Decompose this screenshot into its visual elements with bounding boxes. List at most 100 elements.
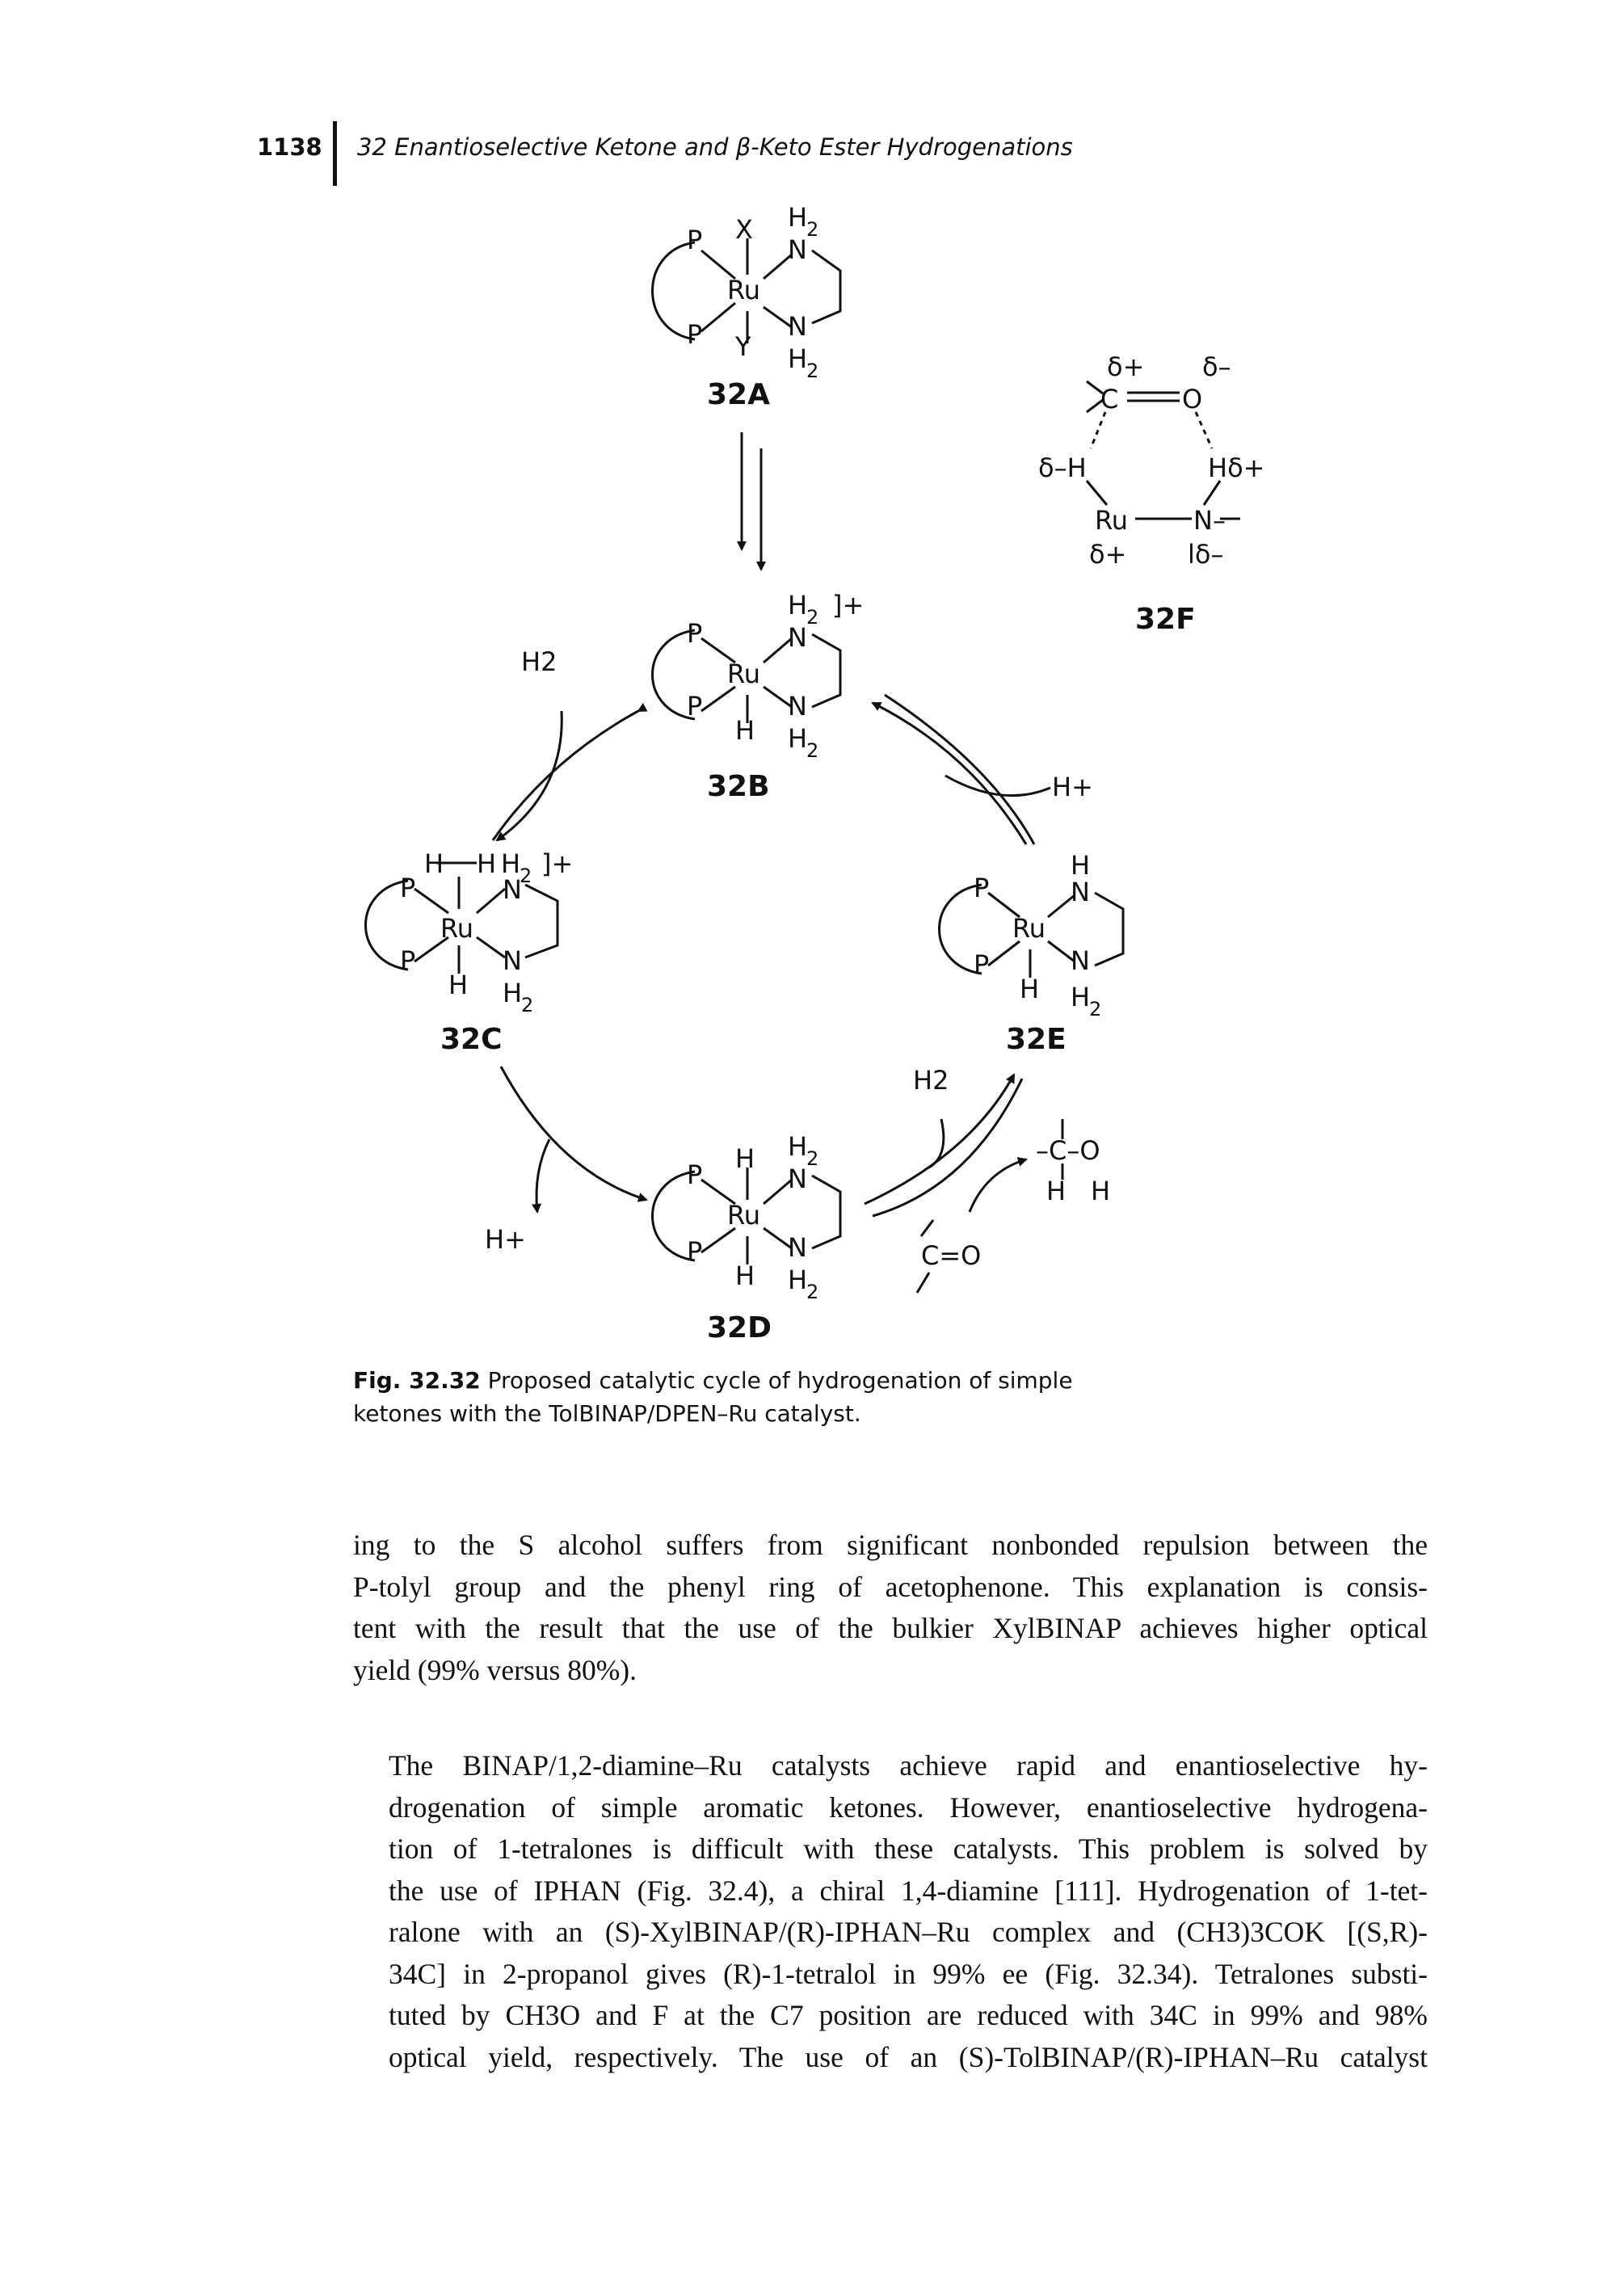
svg-text:H+: H+ [1052, 772, 1093, 802]
svg-text:C: C [1100, 384, 1118, 414]
svg-text:N: N [503, 945, 522, 976]
svg-text:2: 2 [520, 865, 532, 887]
text-line: the use of IPHAN (Fig. 32.4), a chiral 1… [389, 1874, 1428, 1907]
svg-text:N: N [788, 1232, 807, 1263]
text-line: tent with the result that the use of the… [353, 1612, 1428, 1644]
complex-32B [651, 629, 842, 723]
arrow-32C-to-32D [499, 1066, 648, 1202]
svg-text:δ–H: δ–H [1038, 452, 1087, 483]
svg-text:P: P [687, 225, 702, 255]
svg-text:H: H [501, 848, 520, 879]
svg-text:H: H [788, 343, 807, 374]
svg-text:]+: ]+ [832, 590, 864, 621]
svg-text:δ+: δ+ [1089, 539, 1126, 570]
svg-text:H: H [788, 1264, 807, 1295]
svg-text:H2: H2 [521, 646, 557, 677]
text-line: P-tolyl group and the phenyl ring of ace… [353, 1570, 1428, 1603]
label-32A: 32A [707, 378, 770, 411]
svg-text:X: X [735, 214, 753, 245]
svg-text:O: O [1182, 384, 1202, 414]
svg-text:δ+: δ+ [1107, 351, 1144, 382]
svg-text:P: P [400, 945, 415, 976]
svg-text:H: H [735, 1260, 755, 1291]
label-32F: 32F [1135, 603, 1196, 636]
svg-text:Ru: Ru [727, 1200, 760, 1231]
svg-text:H: H [1020, 974, 1039, 1004]
svg-text:δ–: δ– [1202, 351, 1231, 382]
svg-text:P: P [974, 873, 989, 903]
svg-text:2: 2 [806, 218, 818, 241]
svg-text:2: 2 [806, 360, 818, 382]
svg-text:N: N [788, 1163, 807, 1194]
arrow-32B-to-32C [491, 702, 648, 841]
svg-text:–C–O: –C–O [1036, 1135, 1100, 1166]
catalytic-cycle-scheme: P P X Ru Y H2 N N H2 32A δ+ δ– C O δ–H H… [364, 202, 1264, 1344]
text-line: yield (99% versus 80%). [353, 1653, 637, 1686]
svg-text:H: H [788, 723, 807, 754]
text-line: tion of 1-tetralones is difficult with t… [389, 1832, 1428, 1865]
svg-text:2: 2 [806, 1281, 818, 1303]
svg-text:lδ–: lδ– [1188, 539, 1223, 570]
transition-state-32F [1085, 380, 1240, 520]
svg-text:2: 2 [521, 994, 533, 1016]
complex-32C [364, 861, 559, 974]
svg-text:P: P [687, 691, 702, 722]
svg-text:H: H [1091, 1176, 1110, 1206]
paragraph-2: The BINAP/1,2-diamine–Ru catalysts achie… [353, 1745, 1428, 2078]
arrow-32E-to-32B [871, 701, 1028, 845]
svg-text:H: H [424, 848, 444, 879]
svg-text:Ru: Ru [1012, 913, 1046, 944]
svg-text:Ru: Ru [440, 913, 473, 944]
svg-text:Y: Y [734, 331, 751, 362]
svg-text:P: P [974, 949, 989, 980]
text-line: The BINAP/1,2-diamine–Ru catalysts achie… [389, 1749, 1428, 1782]
figure-caption: Fig. 32.32 Proposed catalytic cycle of h… [353, 1364, 1161, 1430]
svg-text:Ru: Ru [1095, 505, 1128, 536]
svg-text:H: H [788, 202, 807, 233]
svg-text:H: H [477, 848, 496, 879]
svg-text:H: H [1071, 850, 1090, 881]
caption-text: Proposed catalytic cycle of hydrogenatio… [353, 1367, 1073, 1427]
svg-text:H: H [503, 978, 522, 1008]
svg-text:Hδ+: Hδ+ [1208, 452, 1264, 483]
svg-text:H: H [1071, 982, 1090, 1012]
label-32B: 32B [707, 770, 770, 803]
page-number: 1138 [257, 133, 322, 161]
svg-text:N: N [1071, 877, 1090, 907]
arrow-32D-to-32E [864, 1073, 1016, 1206]
equilibrium-arrows [737, 432, 766, 571]
text-line: drogenation of simple aromatic ketones. … [389, 1790, 1428, 1824]
svg-text:H+: H+ [485, 1224, 526, 1255]
text-line: tuted by CH3O and F at the C7 position a… [389, 1999, 1428, 2031]
svg-text:2: 2 [806, 1147, 818, 1170]
svg-text:N: N [503, 874, 522, 905]
svg-text:H: H [1046, 1176, 1066, 1206]
svg-text:N: N [788, 622, 807, 653]
paragraph-1: ing to the S alcohol suffers from signif… [353, 1525, 1428, 1691]
svg-text:N: N [1071, 945, 1090, 976]
svg-text:H: H [735, 1143, 755, 1174]
complex-32E [938, 883, 1125, 978]
svg-text:H2: H2 [913, 1065, 949, 1096]
text-line: ralone with an (S)-XylBINAP/(R)-IPHAN–Ru… [389, 1916, 1428, 1948]
svg-text:2: 2 [806, 606, 818, 629]
svg-text:Ru: Ru [727, 659, 760, 689]
text-line: ing to the S alcohol suffers from signif… [353, 1529, 1428, 1561]
svg-text:H: H [735, 715, 755, 746]
svg-text:H: H [448, 970, 468, 1000]
svg-text:N–: N– [1193, 505, 1226, 536]
svg-text:P: P [687, 319, 702, 350]
svg-text:P: P [687, 1236, 702, 1267]
svg-text:N: N [788, 691, 807, 722]
svg-text:]+: ]+ [541, 848, 573, 879]
svg-text:2: 2 [806, 739, 818, 762]
svg-text:H: H [788, 1131, 807, 1162]
label-32C: 32C [440, 1023, 503, 1056]
running-title: 32 Enantioselective Ketone and β-Keto Es… [357, 133, 1073, 161]
svg-text:P: P [687, 618, 702, 649]
svg-text:C=O: C=O [921, 1240, 981, 1271]
svg-text:P: P [687, 1159, 702, 1190]
label-32E: 32E [1006, 1023, 1067, 1056]
svg-text:Ru: Ru [727, 275, 760, 305]
text-line: 34C] in 2-propanol gives (R)-1-tetralol … [389, 1957, 1428, 1990]
